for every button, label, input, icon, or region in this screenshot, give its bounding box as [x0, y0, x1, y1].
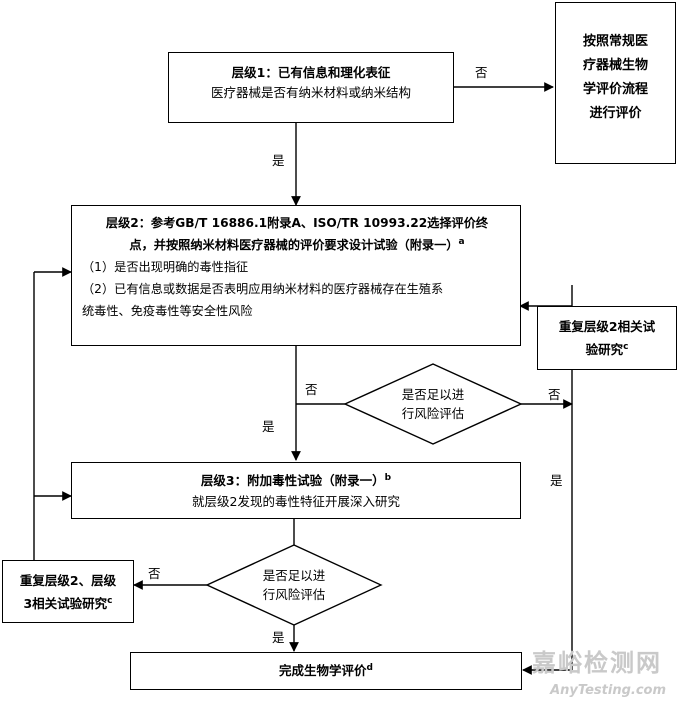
decision1-diamond [343, 363, 523, 445]
label-no-d1-right: 否 [548, 387, 561, 402]
decision1-line2: 行风险评估 [401, 406, 465, 421]
repeat-level2-box: 重复层级2相关试 验研究c [537, 306, 677, 370]
watermark-cn: 嘉峪检测网 [532, 649, 662, 677]
watermark-en: AnyTesting.com [550, 683, 666, 698]
routine-line4: 进行评价 [589, 106, 642, 121]
routine-line3: 学评价流程 [582, 82, 648, 97]
level3-text: 就层级2发现的毒性特征开展深入研究 [192, 494, 400, 509]
label-yes-l1: 是 [272, 153, 285, 168]
label-no-d1-left: 否 [305, 382, 318, 397]
label-no-l1: 否 [475, 65, 488, 80]
level2-item2-line2: 统毒性、免疫毒性等安全性风险 [82, 304, 253, 318]
decision2-text: 是否足以进 行风险评估 [244, 566, 344, 604]
label-yes-d1: 是 [262, 419, 275, 434]
final-text: 完成生物学评价 [279, 663, 367, 678]
level2-title-line2: 点，并按照纳米材料医疗器械的评价要求设计试验（附录一）a [129, 236, 465, 252]
level3-box: 层级3：附加毒性试验（附录一）b 就层级2发现的毒性特征开展深入研究 [71, 462, 521, 519]
routine-line2: 疗器械生物 [582, 58, 648, 73]
decision2-line1: 是否足以进 [262, 568, 326, 583]
repeat-level2-3-box: 重复层级2、层级 3相关试验研究c [2, 560, 134, 623]
label-yes-d2: 是 [272, 630, 285, 645]
decision2-diamond [205, 544, 383, 626]
repeat2-line2: 验研究c [585, 341, 629, 357]
level1-box: 层级1：已有信息和理化表征 医疗器械是否有纳米材料或纳米结构 [168, 52, 454, 123]
label-no-d2: 否 [148, 566, 161, 581]
final-sup: d [366, 662, 373, 673]
level2-title-line1: 层级2：参考GB/T 16886.1附录A、ISO/TR 10993.22选择评… [105, 216, 489, 230]
label-yes-right: 是 [550, 473, 563, 488]
level2-box: 层级2：参考GB/T 16886.1附录A、ISO/TR 10993.22选择评… [71, 205, 521, 346]
repeat2-line1: 重复层级2相关试 [558, 319, 656, 334]
level1-title: 层级1：已有信息和理化表征 [231, 65, 391, 80]
decision2-line2: 行风险评估 [262, 587, 326, 602]
level1-text: 医疗器械是否有纳米材料或纳米结构 [210, 85, 411, 100]
level3-title: 层级3：附加毒性试验（附录一）b [200, 472, 392, 488]
routine-line1: 按照常规医 [582, 34, 648, 49]
decision1-text: 是否足以进 行风险评估 [383, 385, 483, 423]
level2-item2-line1: （2）已有信息或数据是否表明应用纳米材料的医疗器械存在生殖系 [82, 282, 444, 296]
routine-box: 按照常规医 疗器械生物 学评价流程 进行评价 [555, 2, 676, 164]
repeat23-line1: 重复层级2、层级 [19, 573, 117, 588]
final-box: 完成生物学评价d [130, 652, 522, 690]
level2-item1: （1）是否出现明确的毒性指征 [82, 260, 249, 274]
repeat23-line2: 3相关试验研究c [23, 595, 113, 611]
decision1-line1: 是否足以进 [401, 387, 465, 402]
